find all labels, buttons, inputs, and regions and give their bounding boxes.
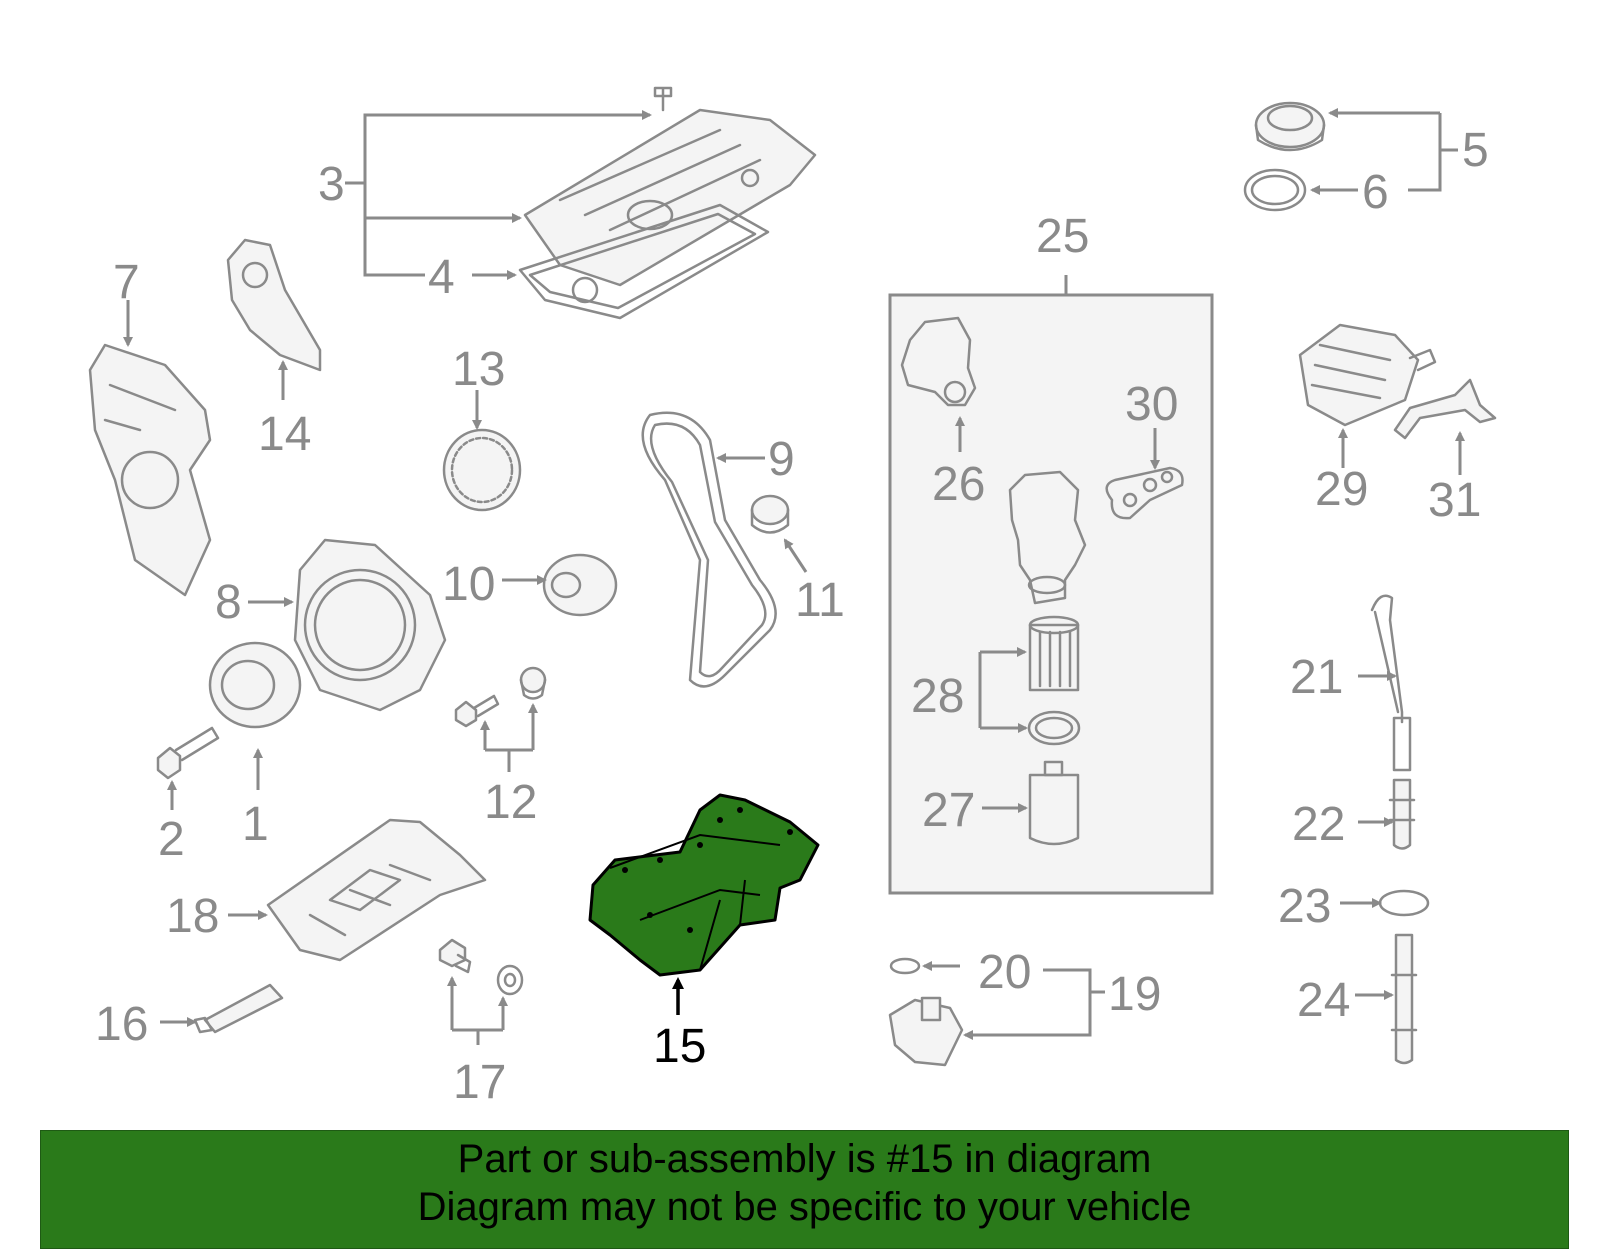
callout-22: 22 [1292, 798, 1345, 851]
callout-16: 16 [95, 998, 148, 1051]
oil-filler-cap-part [1254, 101, 1326, 152]
idler-pulley-part [542, 553, 618, 617]
oil-pan-part [588, 793, 820, 977]
oil-filter-housing-part [1008, 470, 1087, 605]
engine-backing-plate-part [293, 538, 447, 712]
filter-o-ring-part [1027, 710, 1081, 746]
filter-cap-part [1028, 760, 1080, 846]
callout-17: 17 [453, 1056, 506, 1109]
drain-plug-part [438, 938, 472, 974]
callout-31: 31 [1428, 474, 1481, 527]
callout-2: 2 [158, 813, 185, 866]
tensioner-bolt-part [454, 694, 500, 728]
serpentine-belt-part [641, 411, 777, 688]
dipstick-guide-part [1388, 778, 1416, 850]
cooler-bracket-part [1393, 378, 1497, 440]
timing-cover-part [88, 343, 212, 597]
callout-12: 12 [484, 776, 537, 829]
callout-19: 19 [1108, 968, 1161, 1021]
callout-26: 26 [932, 458, 985, 511]
callout-27: 27 [922, 784, 975, 837]
oil-filter-element-part [1028, 615, 1080, 692]
dipstick-o-ring-part [1378, 889, 1430, 917]
cap-seal-part [1243, 168, 1307, 212]
callout-14: 14 [258, 408, 311, 461]
callout-7: 7 [113, 256, 140, 309]
callout-9: 9 [768, 433, 795, 486]
callout-3: 3 [318, 158, 345, 211]
seal-kit-part [1105, 466, 1184, 520]
dowel-sleeve-part [519, 666, 547, 700]
part-info-banner: Part or sub-assembly is #15 in diagram D… [40, 1130, 1569, 1249]
callout-29: 29 [1315, 463, 1368, 516]
pulley-bolt-part [156, 726, 220, 780]
callout-10: 10 [442, 558, 495, 611]
callout-18: 18 [166, 890, 219, 943]
crank-sprocket-part [442, 428, 522, 512]
callout-21: 21 [1290, 651, 1343, 704]
callout-11: 11 [795, 574, 845, 627]
idler-bushing-part [750, 494, 790, 534]
dipstick-part [1370, 594, 1412, 772]
callout-25: 25 [1036, 210, 1089, 263]
valve-cover-gasket-part [518, 203, 770, 320]
sealant-tube-part [193, 983, 284, 1034]
dipstick-tube-part [1390, 933, 1418, 1065]
crankshaft-pulley-part [208, 641, 302, 729]
callout-5: 5 [1462, 124, 1489, 177]
callout-23: 23 [1278, 880, 1331, 933]
callout-4: 4 [428, 251, 455, 304]
callout-8: 8 [215, 576, 242, 629]
oil-level-sensor-part [888, 996, 964, 1067]
valve-cover-part [523, 86, 817, 287]
callout-6: 6 [1362, 166, 1389, 219]
callout-15: 15 [653, 1020, 706, 1073]
callout-24: 24 [1297, 974, 1350, 1027]
housing-gasket-part [900, 316, 977, 407]
callout-28: 28 [911, 670, 964, 723]
callout-20: 20 [978, 946, 1031, 999]
oil-cooler-part [1298, 323, 1437, 427]
banner-line-1: Part or sub-assembly is #15 in diagram [457, 1137, 1152, 1181]
upper-timing-cover-part [226, 238, 322, 372]
callout-1: 1 [242, 798, 269, 851]
drain-plug-washer-part [496, 964, 524, 996]
banner-line-2: Diagram may not be specific to your vehi… [417, 1185, 1192, 1229]
sensor-seal-part [889, 957, 921, 975]
callout-13: 13 [452, 343, 505, 396]
callout-30: 30 [1125, 378, 1178, 431]
windage-tray-part [266, 818, 487, 962]
